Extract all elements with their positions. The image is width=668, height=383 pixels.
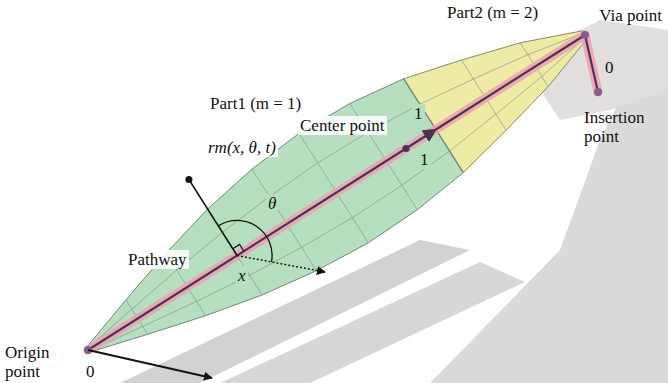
center-dot xyxy=(403,145,410,152)
pathway-band xyxy=(88,35,598,350)
point-label: Via point xyxy=(597,6,664,25)
point-label: Insertion point xyxy=(582,108,664,146)
part-label: Part2 (m = 2) xyxy=(445,3,540,22)
angle-label: θ xyxy=(266,194,278,213)
via-dot xyxy=(581,31,589,39)
radius-line xyxy=(189,180,237,256)
pathway-line xyxy=(585,35,598,92)
origin-axis-arrow xyxy=(88,350,212,378)
theta-arc xyxy=(218,220,272,261)
coordinate-label: 0 xyxy=(84,362,97,381)
mesh-lines xyxy=(87,33,586,351)
pathway-line xyxy=(436,35,585,130)
point-label: Origin point xyxy=(3,343,65,381)
coordinate-label: 1 xyxy=(418,150,431,169)
coordinate-label: 0 xyxy=(603,58,616,77)
insertion-dot xyxy=(594,88,602,96)
pathway-label: Pathway xyxy=(126,250,189,269)
mesh-ring xyxy=(252,169,316,271)
muscle-part-2 xyxy=(404,31,588,173)
axis-label: x xyxy=(236,266,248,285)
coordinate-label: 1 xyxy=(412,104,425,123)
radius-label: rm(x, θ, t) xyxy=(206,138,278,157)
right-angle-mark xyxy=(233,244,244,251)
part-label: Part1 (m = 1) xyxy=(208,94,303,113)
pathway-arrow xyxy=(88,130,436,351)
surface-dot xyxy=(185,176,192,183)
point-label: Center point xyxy=(298,116,387,135)
reference-arrow xyxy=(237,256,325,273)
mesh-ring xyxy=(299,133,368,242)
